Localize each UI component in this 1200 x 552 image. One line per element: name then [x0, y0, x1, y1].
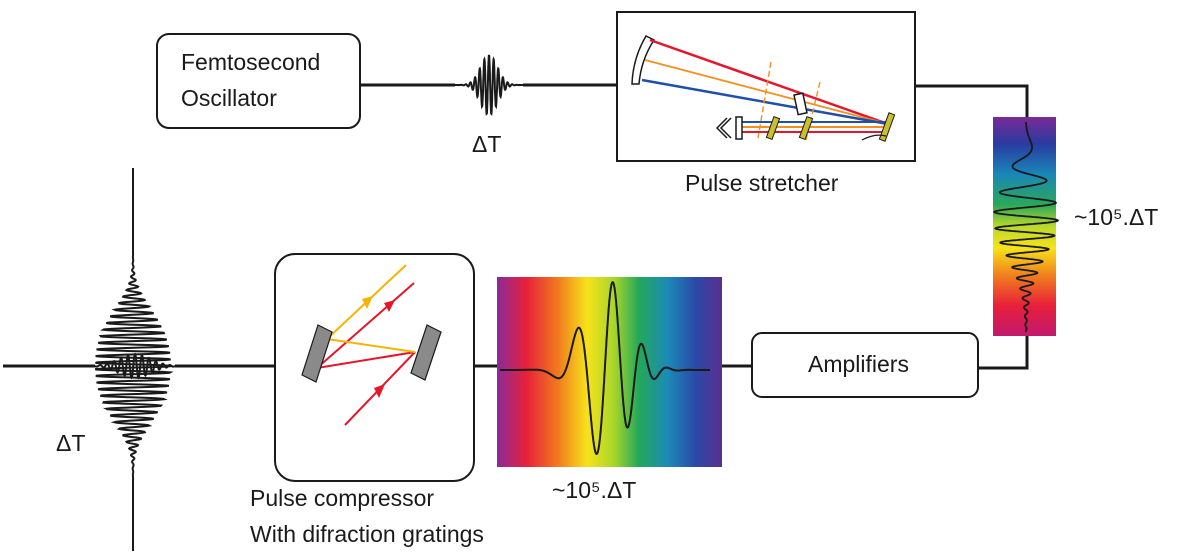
oscillator-label: Femtosecond Oscillator	[181, 45, 320, 116]
compressor-label: Pulse compressor With difraction grating…	[250, 481, 484, 552]
grating-plate-icon	[798, 115, 814, 141]
output-pulse-sidelobes	[94, 352, 176, 380]
lens-icon	[793, 92, 808, 116]
oscillator-label-line2: Oscillator	[181, 84, 277, 111]
diffraction-grating-right-icon	[410, 324, 442, 381]
oscillator-label-line1: Femtosecond	[181, 49, 321, 75]
grating-plate-icon	[765, 115, 781, 141]
stretched-vertical-label: ~10⁵.ΔT	[1074, 204, 1159, 230]
stretcher-box	[616, 11, 916, 162]
compressed-output-pulse-waveform	[94, 168, 174, 551]
compressor-box	[274, 253, 475, 482]
compressor-label-line2: With difraction gratings	[250, 520, 484, 547]
diffraction-grating-left-icon	[301, 324, 333, 383]
stretcher-optics	[631, 35, 896, 142]
pulse-top-label: ΔT	[472, 131, 502, 157]
beam-path-lines	[3, 83, 1029, 370]
retro-arrow-icon	[715, 117, 732, 139]
compressor-label-line1: Pulse compressor	[250, 485, 435, 511]
stretched-pulse-vertical-waveform	[993, 122, 1059, 333]
amplifiers-label: Amplifiers	[808, 351, 909, 377]
stretched-pulse-horizontal-waveform	[500, 280, 710, 455]
stretched-horizontal-label: ~10⁵.ΔT	[552, 477, 637, 503]
line-stretcher-to-spectrum	[915, 84, 1029, 117]
compressor-optics	[301, 264, 442, 426]
output-pulse-label: ΔT	[56, 430, 86, 456]
end-mirror-icon	[735, 116, 743, 140]
grating-plate-icon	[878, 112, 896, 142]
line-spectrum-to-amplifier	[978, 336, 1029, 370]
oscillator-box	[156, 33, 361, 129]
concave-mirror-icon	[631, 35, 656, 85]
short-pulse-waveform	[455, 54, 523, 116]
amplifiers-box	[751, 332, 979, 398]
stretcher-label: Pulse stretcher	[685, 170, 839, 196]
